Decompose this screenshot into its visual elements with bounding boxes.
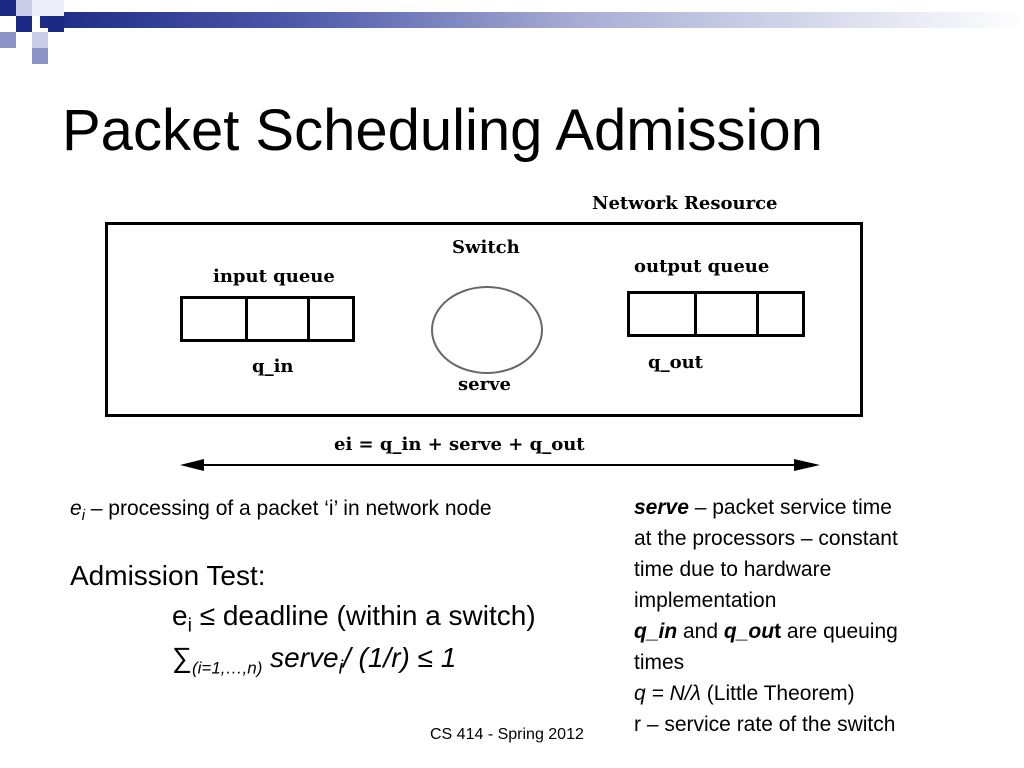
span-arrow	[180, 459, 820, 471]
queue-definition-line-2: times	[634, 651, 685, 674]
serve-definition-line-1: serve – packet service time	[634, 492, 892, 523]
queue-slot	[183, 299, 245, 339]
cond1-rest: ≤ deadline (within a switch)	[191, 600, 536, 631]
little-theorem-line: q = N/λ (Little Theorem)	[634, 678, 855, 709]
q-in-label: q_in	[252, 356, 294, 377]
q-out-term-a: q_ou	[723, 620, 775, 643]
cond2-serve: serve	[262, 642, 339, 673]
network-resource-label: Network Resource	[592, 193, 778, 214]
deco-square	[0, 0, 16, 16]
cond2-serve-subscript: i	[338, 656, 343, 679]
sum-range-text: (i=1,…,n)	[191, 658, 263, 678]
little-formula: q = N/λ	[634, 682, 701, 705]
cond2-rest: / (1/r) ≤ 1	[342, 642, 457, 673]
deco-square	[32, 0, 48, 16]
serve-term: serve	[634, 496, 689, 519]
cond1-e: e	[172, 600, 188, 631]
slide-footer: CS 414 - Spring 2012	[430, 726, 584, 743]
deco-square	[48, 0, 64, 16]
ei-symbol: e	[70, 497, 82, 520]
ei-subscript: i	[81, 508, 85, 525]
switch-label: Switch	[452, 237, 520, 258]
deco-square	[48, 16, 64, 32]
deco-square	[16, 0, 32, 16]
cond1-subscript: i	[187, 614, 192, 637]
ei-description: – processing of a packet ‘i’ in network …	[84, 497, 492, 520]
output-queue-box	[627, 291, 805, 337]
q-out-term-b: t	[774, 620, 782, 643]
little-desc: (Little Theorem)	[700, 682, 855, 705]
queue-definition-line-1: q_in and q_out are queuing	[634, 616, 898, 647]
ei-definition: ei – processing of a packet ‘i’ in netwo…	[70, 493, 492, 532]
header-gradient-bar	[40, 12, 1024, 28]
service-rate-line: r – service rate of the switch	[634, 713, 896, 736]
equation-label: ei = q_in + serve + q_out	[334, 434, 585, 455]
queue-slot	[245, 299, 307, 339]
and-word: and	[677, 620, 724, 643]
queue-slot	[630, 294, 694, 334]
serve-definition-line-2: at the processors – constant	[634, 527, 898, 550]
output-queue-label: output queue	[634, 256, 770, 277]
q-in-term: q_in	[634, 620, 678, 643]
sum-symbol: ∑	[172, 642, 192, 673]
input-queue-box	[180, 296, 355, 342]
queuing-desc: are queuing	[781, 620, 898, 643]
slide-title: Packet Scheduling Admission	[62, 98, 823, 163]
queue-slot	[694, 294, 756, 334]
admission-condition-1: ei ≤ deadline (within a switch)	[172, 598, 536, 644]
q-out-label: q_out	[648, 352, 703, 373]
admission-condition-2: ∑(i=1,…,n) servei/ (1/r) ≤ 1	[172, 640, 456, 687]
deco-square	[32, 48, 48, 64]
network-node-frame	[105, 222, 863, 417]
admission-test-title: Admission Test:	[70, 560, 266, 591]
input-queue-label: input queue	[213, 266, 335, 287]
serve-desc-1: – packet service time	[688, 496, 892, 519]
serve-definition-line-3: time due to hardware	[634, 558, 832, 581]
serve-definition-line-4: implementation	[634, 589, 777, 612]
deco-square	[0, 32, 16, 48]
queue-slot	[307, 299, 352, 339]
queue-slot	[756, 294, 802, 334]
header-decoration	[0, 0, 1024, 64]
deco-square	[32, 32, 48, 48]
switch-circle	[431, 286, 543, 374]
serve-label: serve	[458, 374, 511, 395]
sum-range: (i=1,…,n)	[192, 659, 262, 678]
deco-square	[16, 16, 32, 32]
